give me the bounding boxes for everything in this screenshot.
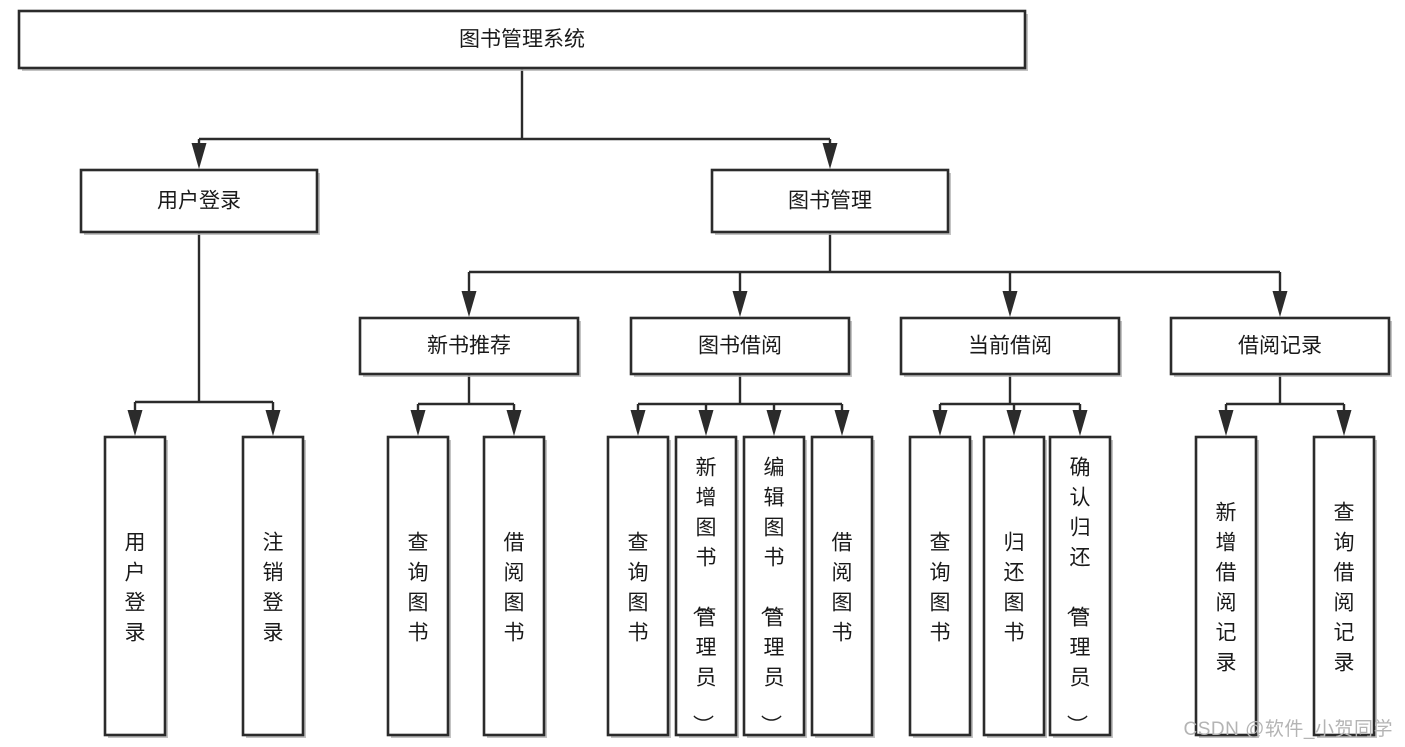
node-box[interactable] — [358, 316, 580, 376]
node-label: 图书管理系统 — [459, 28, 585, 51]
node-login[interactable]: 用户登录 — [79, 168, 320, 235]
node-records[interactable]: 借阅记录 — [1169, 316, 1392, 377]
node-leaf-add-record[interactable]: 新增借阅记录 — [1194, 435, 1259, 738]
connector-layer — [127, 68, 1352, 436]
node-box[interactable] — [674, 435, 738, 737]
connector-arrowhead — [822, 143, 838, 169]
node-label: 查询图书 — [628, 531, 649, 644]
node-leaf-borrow-book-2[interactable]: 借阅图书 — [810, 435, 875, 738]
node-box[interactable] — [899, 316, 1121, 376]
connector-arrowhead — [1218, 410, 1234, 436]
node-box[interactable] — [1194, 435, 1258, 737]
node-box[interactable] — [103, 435, 167, 737]
node-label: 图书借阅 — [698, 335, 782, 358]
node-leaf-query-book-3[interactable]: 查询图书 — [908, 435, 973, 738]
node-box[interactable] — [982, 435, 1046, 737]
connector-group-records — [1218, 374, 1352, 436]
connector-group-current — [932, 374, 1088, 436]
node-box[interactable] — [17, 9, 1027, 70]
connector-group-newbook — [410, 374, 522, 436]
node-newbook[interactable]: 新书推荐 — [358, 316, 581, 377]
node-leaf-confirm-return[interactable]: 确认归还（管理员） — [1048, 435, 1113, 738]
connector-arrowhead — [834, 410, 850, 436]
connector-arrowhead — [506, 410, 522, 436]
node-leaf-query-book-1[interactable]: 查询图书 — [386, 435, 451, 738]
node-box[interactable] — [1048, 435, 1112, 737]
node-box[interactable] — [386, 435, 450, 737]
node-leaf-logout[interactable]: 注销登录 — [241, 435, 306, 738]
connector-group-borrow — [630, 374, 850, 436]
connector-arrowhead — [1336, 410, 1352, 436]
connector-arrowhead — [1072, 410, 1088, 436]
connector-arrowhead — [1006, 410, 1022, 436]
node-box[interactable] — [810, 435, 874, 737]
connector-group-login — [127, 232, 281, 436]
node-label: 新书推荐 — [427, 335, 511, 358]
node-label: 归还图书 — [1004, 531, 1025, 644]
node-label: 新增图书（管理员） — [691, 456, 717, 735]
node-label: 用户登录 — [157, 190, 241, 213]
connector-arrowhead — [461, 291, 477, 317]
node-current[interactable]: 当前借阅 — [899, 316, 1122, 377]
node-leaf-query-record[interactable]: 查询借阅记录 — [1312, 435, 1377, 738]
connector-group-root — [191, 68, 838, 169]
connector-arrowhead — [766, 410, 782, 436]
node-root[interactable]: 图书管理系统 — [17, 9, 1028, 71]
node-box[interactable] — [629, 316, 851, 376]
node-box[interactable] — [908, 435, 972, 737]
connector-arrowhead — [698, 410, 714, 436]
connector-group-bookmgmt — [461, 232, 1288, 317]
connector-arrowhead — [1002, 291, 1018, 317]
node-box[interactable] — [1312, 435, 1376, 737]
node-box[interactable] — [241, 435, 305, 737]
node-box[interactable] — [482, 435, 546, 737]
node-label: 新增借阅记录 — [1216, 501, 1237, 674]
node-label: 当前借阅 — [968, 335, 1052, 358]
node-box[interactable] — [710, 168, 950, 234]
node-label: 用户登录 — [125, 531, 146, 644]
node-label: 查询借阅记录 — [1334, 501, 1355, 674]
connector-arrowhead — [932, 410, 948, 436]
node-box[interactable] — [742, 435, 806, 737]
connector-arrowhead — [1272, 291, 1288, 317]
node-leaf-user-login[interactable]: 用户登录 — [103, 435, 168, 738]
node-label: 注销登录 — [263, 531, 284, 644]
node-label: 借阅记录 — [1238, 335, 1322, 358]
node-bookmgmt[interactable]: 图书管理 — [710, 168, 951, 235]
node-leaf-return-book[interactable]: 归还图书 — [982, 435, 1047, 738]
connector-arrowhead — [127, 410, 143, 436]
node-label: 图书管理 — [788, 190, 872, 213]
node-label: 编辑图书（管理员） — [759, 456, 785, 735]
node-leaf-borrow-book-1[interactable]: 借阅图书 — [482, 435, 547, 738]
node-label: 借阅图书 — [504, 531, 525, 644]
node-leaf-edit-book[interactable]: 编辑图书（管理员） — [742, 435, 807, 738]
node-label: 查询图书 — [408, 531, 429, 644]
node-label: 借阅图书 — [832, 531, 853, 644]
node-borrow[interactable]: 图书借阅 — [629, 316, 852, 377]
connector-arrowhead — [732, 291, 748, 317]
watermark-text: CSDN @软件_小贺同学 — [1183, 719, 1393, 740]
node-box[interactable] — [606, 435, 670, 737]
node-label: 查询图书 — [930, 531, 951, 644]
node-layer: 图书管理系统用户登录图书管理新书推荐图书借阅当前借阅借阅记录用户登录注销登录查询… — [17, 9, 1392, 738]
connector-arrowhead — [410, 410, 426, 436]
connector-arrowhead — [630, 410, 646, 436]
node-leaf-query-book-2[interactable]: 查询图书 — [606, 435, 671, 738]
connector-arrowhead — [265, 410, 281, 436]
node-box[interactable] — [79, 168, 319, 234]
connector-arrowhead — [191, 143, 207, 169]
node-box[interactable] — [1169, 316, 1391, 376]
node-leaf-add-book[interactable]: 新增图书（管理员） — [674, 435, 739, 738]
node-label: 确认归还（管理员） — [1065, 456, 1091, 735]
